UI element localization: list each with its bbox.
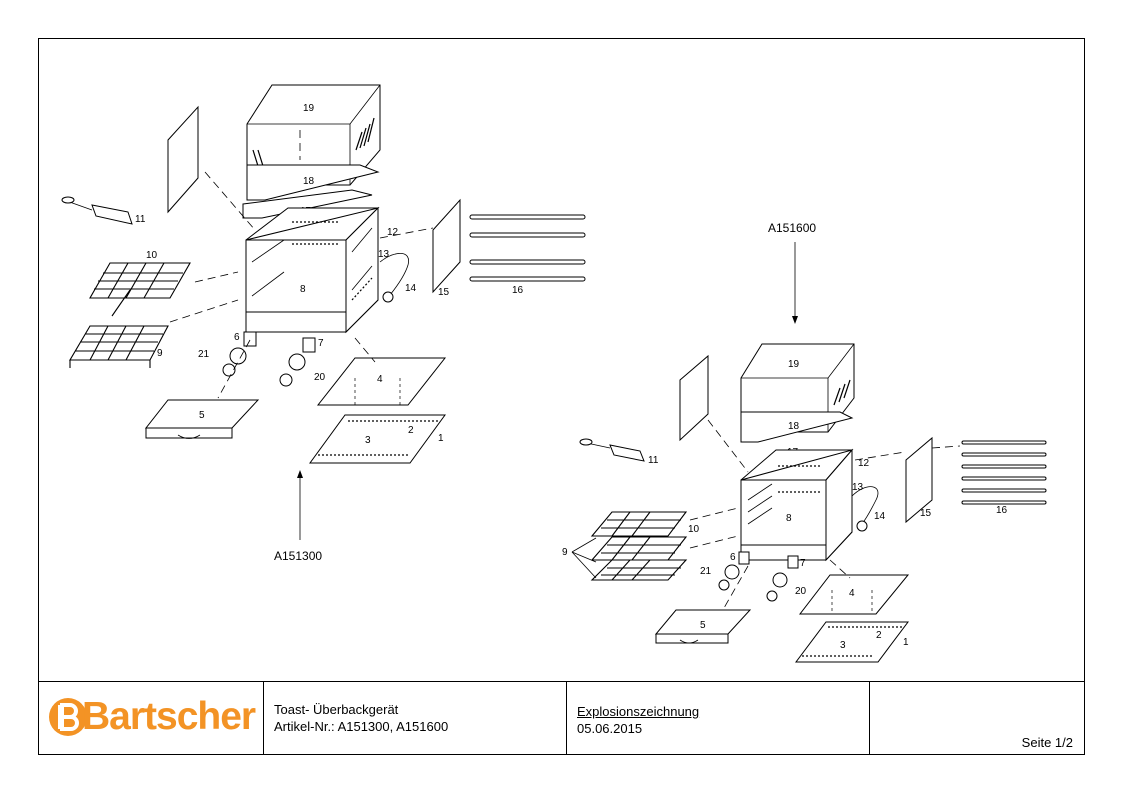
part-20-knob <box>288 353 306 371</box>
side-panel-left <box>167 105 199 214</box>
label-15-right: 15 <box>920 508 932 519</box>
drawing-info-cell: Explosionszeichnung 05.06.2015 <box>567 682 870 754</box>
article-numbers: Artikel-Nr.: A151300, A151600 <box>274 719 449 734</box>
label-6-right: 6 <box>730 552 736 563</box>
label-21: 21 <box>198 349 210 360</box>
part-8-housing-right: 8 <box>740 448 854 562</box>
label-18: 18 <box>303 176 315 187</box>
part-3-base-plate <box>309 414 446 464</box>
page-number: Seite 1/2 <box>1021 735 1073 750</box>
label-13: 13 <box>378 249 390 260</box>
part-18-panel <box>246 164 380 201</box>
assembly-a151300: 19 18 17 8 15 <box>61 84 586 563</box>
assembly-a151600: A151600 19 18 17 8 <box>562 221 1047 663</box>
model-label-a151300: A151300 <box>274 549 322 563</box>
label-14-right: 14 <box>874 511 886 522</box>
product-name: Toast- Überbackgerät <box>274 702 399 717</box>
label-16: 16 <box>512 285 524 296</box>
label-13-right: 13 <box>852 482 864 493</box>
part-16-heating-rods: 16 <box>469 214 586 296</box>
label-3-right: 3 <box>840 640 846 651</box>
part-4-plate-right <box>798 574 910 615</box>
label-9-right: 9 <box>562 547 568 558</box>
title-block: Bartscher Toast- Überbackgerät Artikel-N… <box>38 681 1085 755</box>
part-9-10-racks-right: 10 9 <box>562 511 700 581</box>
part-6-switch <box>243 331 257 347</box>
label-11-right: 11 <box>648 455 659 466</box>
label-14: 14 <box>405 283 417 294</box>
label-21-right: 21 <box>700 566 712 577</box>
part-4-plate <box>316 357 447 406</box>
part-20-knob-right <box>772 572 788 588</box>
product-cell: Toast- Überbackgerät Artikel-Nr.: A15130… <box>264 682 567 754</box>
label-5-right: 5 <box>700 620 706 631</box>
label-12-right: 12 <box>858 458 870 469</box>
part-7-switch <box>302 337 316 353</box>
part-15-side-panel <box>432 198 461 294</box>
label-19: 19 <box>303 103 315 114</box>
label-1-right: 1 <box>903 637 909 648</box>
drawing-type: Explosionszeichnung <box>577 704 700 719</box>
label-7-right: 7 <box>800 558 806 569</box>
part-7-switch-right <box>787 555 799 569</box>
drawing-sheet-frame <box>38 38 1085 755</box>
label-15: 15 <box>438 287 450 298</box>
bartscher-logo: Bartscher <box>48 691 256 743</box>
page-cell: Seite 1/2 <box>870 682 1083 754</box>
part-21-knob <box>229 347 247 365</box>
label-8-right: 8 <box>786 513 792 524</box>
part-11-tong: 11 <box>61 196 146 225</box>
model-label-a151600: A151600 <box>768 221 816 235</box>
label-4-right: 4 <box>849 588 855 599</box>
label-16-right: 16 <box>996 505 1008 516</box>
part-21-knob-right <box>724 564 740 580</box>
label-9: 9 <box>157 348 163 359</box>
label-7: 7 <box>318 338 324 349</box>
part-14-cable-right <box>851 486 879 525</box>
label-6: 6 <box>234 332 240 343</box>
brand-name: Bartscher <box>82 695 256 738</box>
part-19-hood: 19 <box>246 84 381 186</box>
part-15-side-panel-right <box>905 436 933 524</box>
part-8-housing: 8 <box>245 206 380 334</box>
part-14-cable <box>379 252 409 296</box>
label-5: 5 <box>199 410 205 421</box>
part-9-rack: 9 <box>69 325 169 368</box>
label-3: 3 <box>365 435 371 446</box>
label-11: 11 <box>135 214 146 225</box>
label-18-right: 18 <box>788 421 800 432</box>
part-16-heating-rods-right: 16 <box>961 440 1047 516</box>
label-8: 8 <box>300 284 306 295</box>
label-2-right: 2 <box>876 630 882 641</box>
label-19-right: 19 <box>788 359 800 370</box>
part-10-grill-rack: 10 <box>89 250 191 317</box>
bartscher-b-mark <box>49 698 87 736</box>
part-3-base-plate-right <box>795 621 909 663</box>
label-2: 2 <box>408 425 414 436</box>
part-5-drip-tray: 5 <box>144 399 260 439</box>
label-10: 10 <box>146 250 158 261</box>
label-12: 12 <box>387 227 399 238</box>
drawing-date: 05.06.2015 <box>577 721 643 736</box>
side-panel-left-right <box>679 354 709 442</box>
part-18-panel-right <box>740 411 854 443</box>
label-10-right: 10 <box>688 524 700 535</box>
label-4: 4 <box>377 374 383 385</box>
part-5-drip-tray-right: 5 <box>654 609 752 644</box>
logo-cell: Bartscher <box>38 682 264 754</box>
label-20-right: 20 <box>795 586 807 597</box>
part-11-tong-right: 11 <box>579 438 659 466</box>
part-6-switch-right <box>738 551 750 565</box>
label-1: 1 <box>438 433 444 444</box>
label-20: 20 <box>314 372 326 383</box>
